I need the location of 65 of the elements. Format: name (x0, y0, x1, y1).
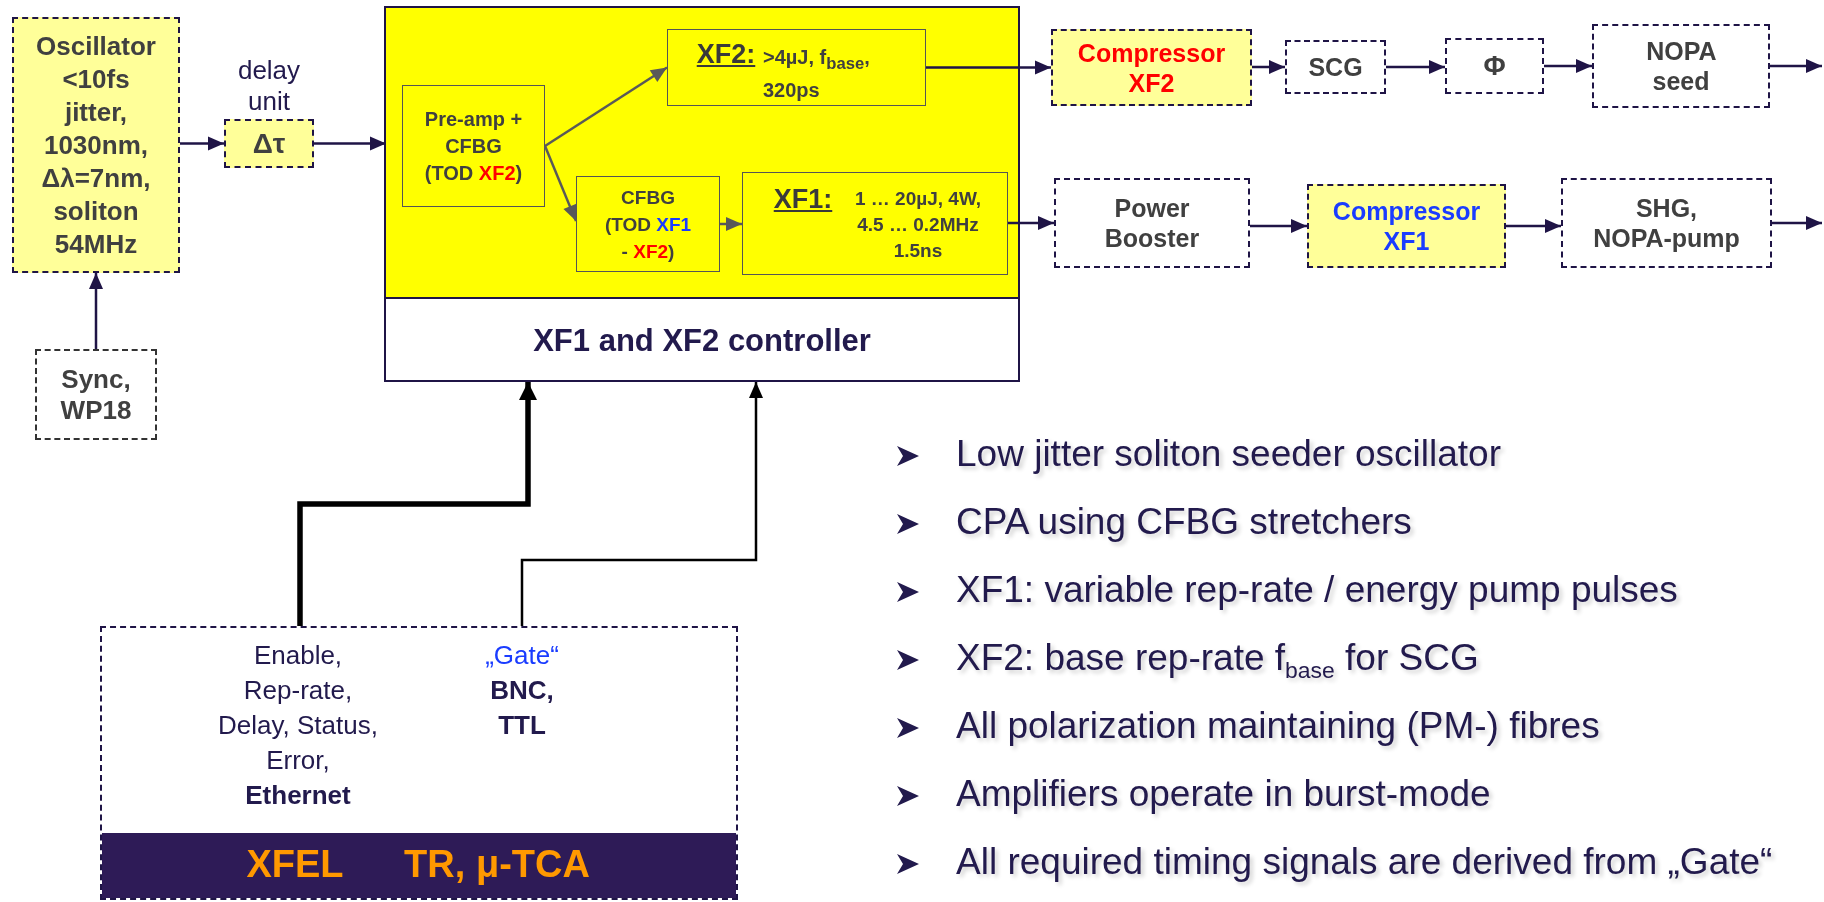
arrow (926, 60, 1051, 75)
box-label: CFBG (TOD XF1 - XF2) (603, 185, 693, 264)
box-label: SHG, NOPA-pump (1592, 193, 1741, 253)
arrow (543, 145, 578, 222)
box-label: „Gate“ (484, 639, 560, 672)
sync-box (35, 349, 157, 440)
arrow (1544, 59, 1592, 73)
arrow (1506, 219, 1561, 233)
interface-panel (100, 626, 738, 900)
bullet-text: Low jitter soliton seeder oscillator (956, 432, 1501, 476)
arrow (314, 136, 386, 151)
arrow (89, 273, 103, 349)
process-box (1285, 40, 1386, 94)
arrow (1250, 219, 1307, 233)
oscillator-box (12, 17, 180, 273)
arrow (1008, 216, 1054, 230)
controller-box (384, 6, 1020, 382)
box-label: Δτ (252, 126, 286, 161)
heading: XF1: (772, 183, 834, 215)
phase-box (1445, 38, 1544, 94)
delay-box (224, 119, 314, 168)
box-label: SCG (1308, 52, 1363, 82)
preamp-box (402, 85, 545, 207)
box-label: XFEL (245, 842, 345, 887)
box-label: NOPA seed (1645, 36, 1717, 96)
bullet-text: XF2: base rep-rate f$_{base}$ for SCG (956, 636, 1479, 686)
box-label: Enable, Rep-rate, Delay, Status, Error, Ethernet (217, 639, 379, 812)
xf1-box (742, 172, 1008, 275)
bullet-text: CPA using CFBG stretchers (956, 500, 1412, 544)
compressor-box (1051, 29, 1252, 106)
box-label: XF1 and XF2 controller (532, 322, 872, 360)
arrow (720, 217, 742, 231)
box-label: Sync, WP18 (59, 363, 133, 426)
box-label: Oscillator <10fs jitter, 1030nm, Δλ=7nm, soliton 54MHz (35, 29, 157, 261)
xf2-box (667, 29, 926, 106)
arrow (297, 382, 537, 626)
bullet-text: All required timing signals are derived from „Gate“ (956, 840, 1773, 884)
arrow (1772, 216, 1822, 230)
box-label: TR, μ-TCA (403, 842, 591, 887)
timing-system-bar (102, 833, 736, 898)
arrow (520, 382, 763, 626)
arrow (1770, 59, 1822, 73)
box-label: Φ (1483, 50, 1506, 82)
compressor-box (1307, 184, 1506, 268)
heading: XF2: (695, 38, 757, 70)
process-box (1561, 178, 1772, 268)
box-label: Compressor XF1 (1331, 196, 1482, 256)
box-label: Power Booster (1103, 193, 1201, 253)
bullet-text: Amplifiers operate in burst-mode (956, 772, 1491, 816)
arrow (1386, 60, 1445, 74)
arrow (544, 66, 668, 148)
process-box (1054, 178, 1250, 268)
stretcher-box (576, 176, 720, 272)
arrow (1252, 60, 1285, 74)
arrow (180, 136, 224, 151)
box-label: 1 … 20µJ, 4W, 4.5 … 0.2MHz 1.5ns (853, 187, 983, 263)
box-label: Compressor XF2 (1076, 37, 1227, 98)
box-label: BNC, TTL (489, 674, 555, 742)
amplifier-panel (386, 8, 1018, 299)
bullet-text: All polarization maintaining (PM-) fibres (956, 704, 1600, 748)
bullet-text: XF1: variable rep-rate / energy pump pulses (956, 568, 1678, 612)
box-label: delay unit (236, 55, 302, 117)
box-label: Pre-amp + CFBG (TOD XF2) (423, 106, 524, 186)
process-box (1592, 24, 1770, 108)
box-label: >4µJ, f$_{base}$, 320ps (763, 45, 871, 103)
